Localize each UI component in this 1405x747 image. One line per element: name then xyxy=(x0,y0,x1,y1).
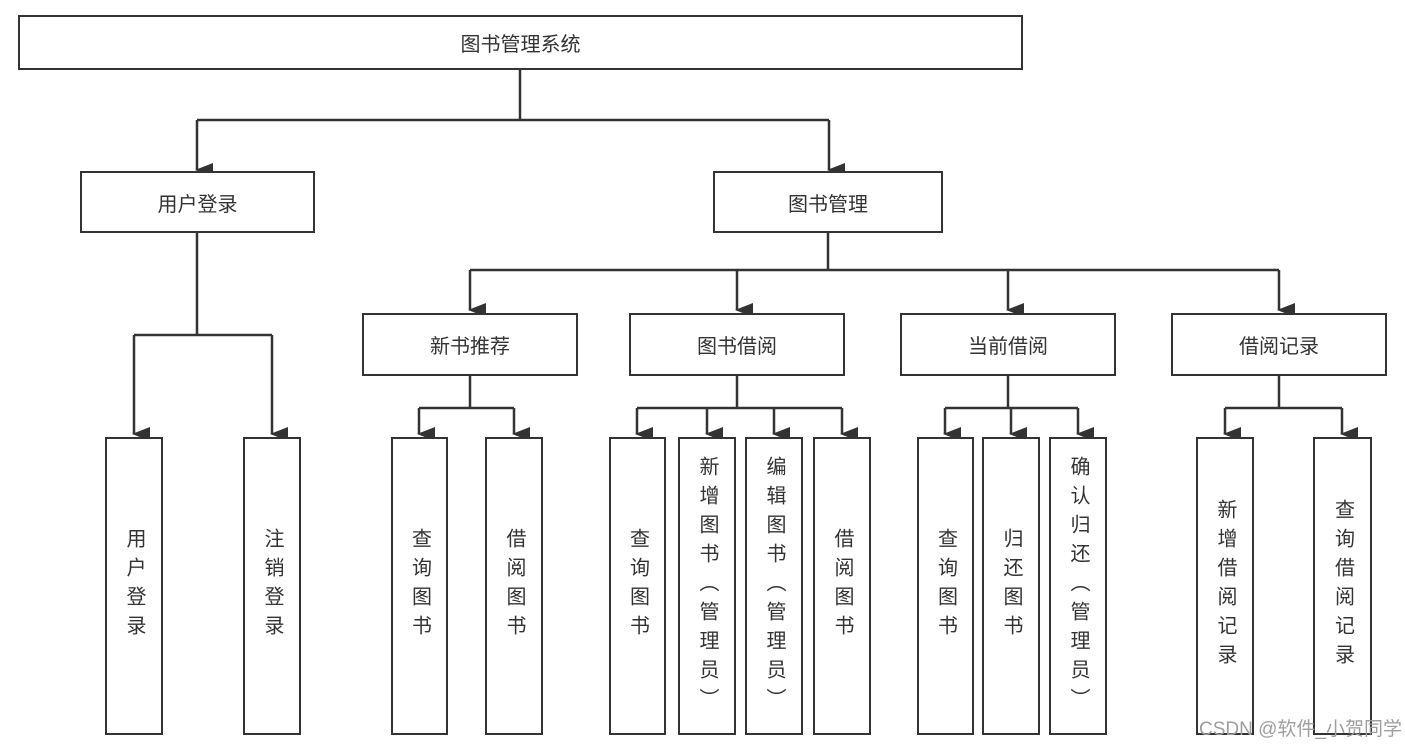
leaf-borrow-books-borrowing: 借阅图书 xyxy=(813,437,871,735)
leaf-query-borrow-record: 查询借阅记录 xyxy=(1313,437,1372,735)
leaf-confirm-return-admin: 确认归还（管理员） xyxy=(1049,437,1107,735)
node-book-management: 图书管理 xyxy=(713,171,943,233)
leaf-query-books-recommend: 查询图书 xyxy=(391,437,448,735)
node-new-book-recommendation: 新书推荐 xyxy=(362,313,578,376)
leaf-add-borrow-record: 新增借阅记录 xyxy=(1196,437,1254,735)
node-user-login: 用户登录 xyxy=(80,171,315,233)
leaf-user-login: 用户登录 xyxy=(105,437,163,735)
leaf-add-book-admin: 新增图书（管理员） xyxy=(678,437,736,735)
node-current-borrowing: 当前借阅 xyxy=(900,313,1116,376)
node-borrowing-records: 借阅记录 xyxy=(1171,313,1387,376)
leaf-return-books: 归还图书 xyxy=(982,437,1040,735)
leaf-borrow-books-recommend: 借阅图书 xyxy=(485,437,543,735)
node-root: 图书管理系统 xyxy=(18,15,1023,70)
leaf-query-books-current: 查询图书 xyxy=(917,437,974,735)
leaf-query-books-borrowing: 查询图书 xyxy=(609,437,666,735)
watermark: CSDN @软件_小贺同学 xyxy=(1199,719,1402,740)
leaf-edit-book-admin: 编辑图书（管理员） xyxy=(745,437,803,735)
leaf-logout: 注销登录 xyxy=(243,437,301,735)
node-book-borrowing: 图书借阅 xyxy=(629,313,845,376)
